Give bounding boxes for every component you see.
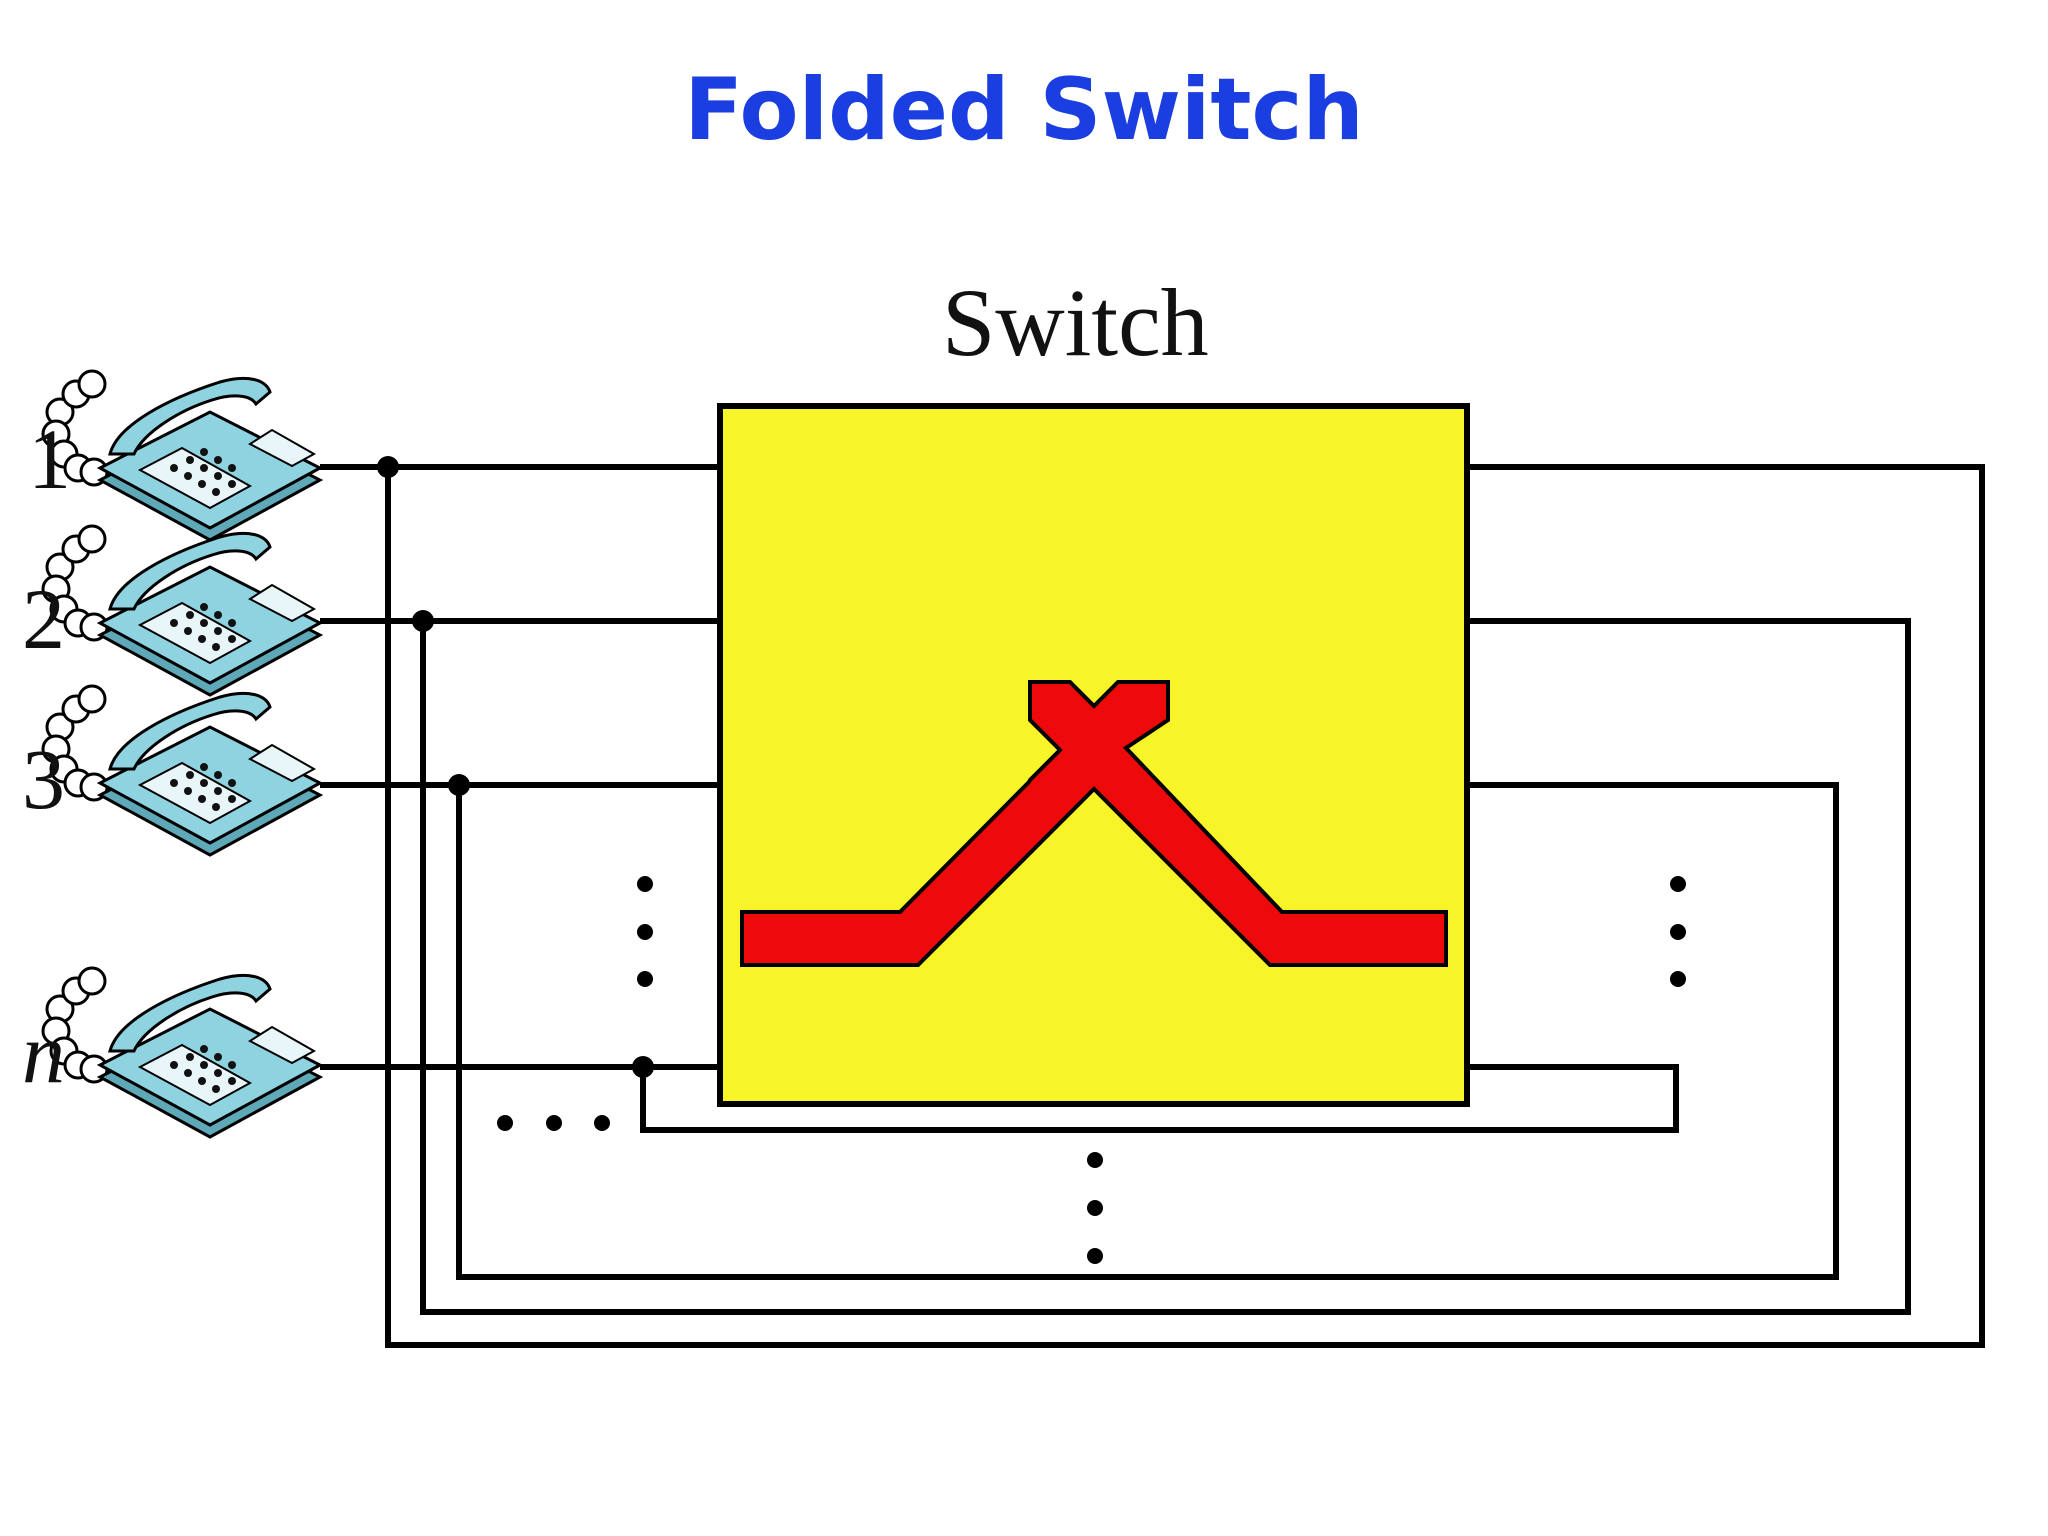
switch-label: Switch — [942, 269, 1209, 376]
telephone-icon — [41, 524, 322, 697]
phone-label: 3 — [22, 731, 65, 827]
phone-label: 2 — [22, 571, 65, 667]
telephone-icon — [41, 369, 322, 542]
telephone-icon — [41, 966, 322, 1139]
phone-label: n — [22, 1005, 65, 1101]
crosspoint-connection — [740, 680, 1448, 967]
page-title: Folded Switch — [684, 60, 1364, 160]
junction-dots — [377, 456, 654, 1078]
folded-return-lines — [385, 464, 1985, 1348]
phone-label: 1 — [28, 411, 71, 507]
ellipsis-dots — [497, 876, 1686, 1264]
telephone-icon — [41, 684, 322, 857]
input-lines — [320, 464, 717, 1070]
